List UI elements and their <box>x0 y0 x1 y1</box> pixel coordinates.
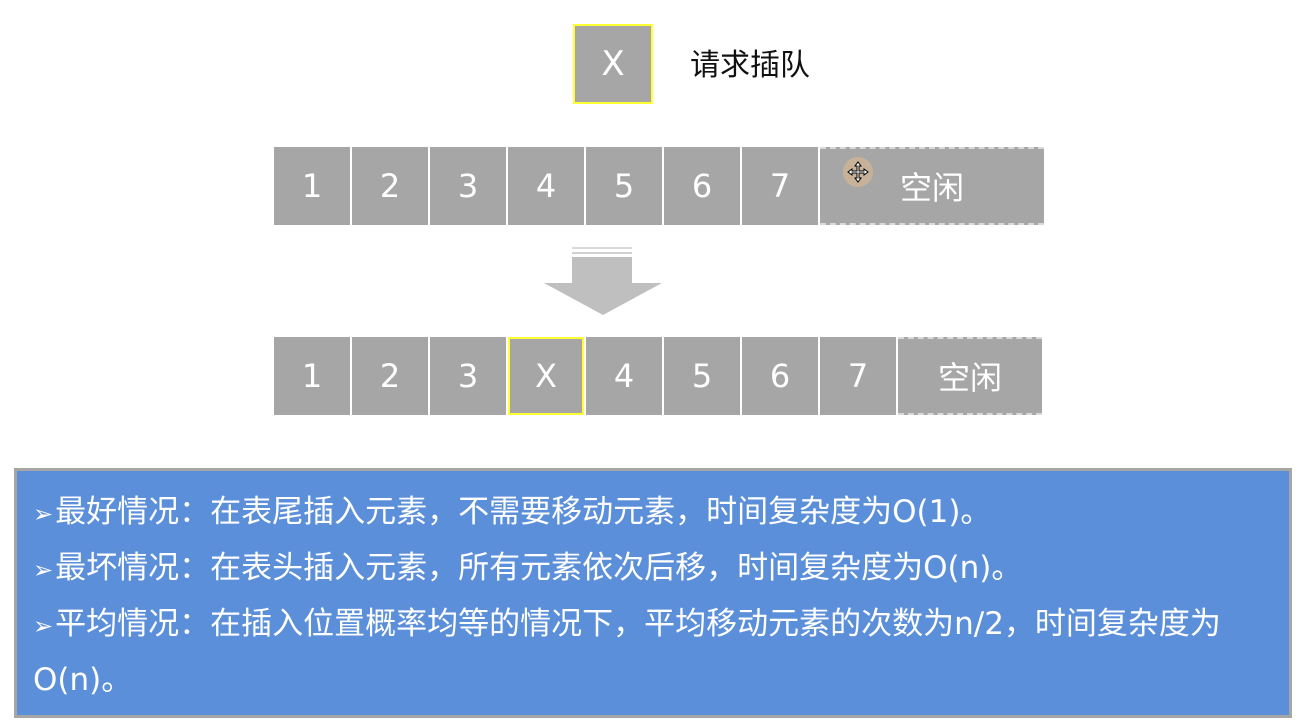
average-case-line: ➢平均情况：在插入位置概率均等的情况下，平均移动元素的次数为n/2，时间复杂度为… <box>33 606 1221 698</box>
complexity-info-box: ➢最好情况：在表尾插入元素，不需要移动元素，时间复杂度为O(1)。 ➢最坏情况：… <box>14 468 1292 718</box>
request-element-label: X <box>601 44 625 84</box>
bullet-arrow-icon: ➢ <box>33 500 54 528</box>
array-cell: 7 <box>742 147 818 225</box>
request-element-box: X <box>573 24 653 104</box>
inserted-cell: X <box>508 337 584 415</box>
array-cell: 1 <box>274 337 350 415</box>
array-cell: 3 <box>430 337 506 415</box>
array-cell: 7 <box>820 337 896 415</box>
worst-case-line: ➢最坏情况：在表头插入元素，所有元素依次后移，时间复杂度为O(n)。 <box>33 550 1023 586</box>
after-array: 1 2 3 X 4 5 6 7 空闲 <box>274 337 1042 415</box>
array-cell: 2 <box>352 147 428 225</box>
before-array: 1 2 3 4 5 6 7 空闲 <box>274 147 1044 225</box>
bullet-arrow-icon: ➢ <box>33 556 54 584</box>
array-cell: 2 <box>352 337 428 415</box>
array-cell: 6 <box>664 147 740 225</box>
down-arrow-icon <box>544 247 662 315</box>
best-case-line: ➢最好情况：在表尾插入元素，不需要移动元素，时间复杂度为O(1)。 <box>33 494 992 530</box>
array-cell: 5 <box>664 337 740 415</box>
array-cell: 1 <box>274 147 350 225</box>
array-cell: 4 <box>508 147 584 225</box>
array-cell: 5 <box>586 147 662 225</box>
array-cell: 4 <box>586 337 662 415</box>
request-label: 请求插队 <box>690 48 810 83</box>
free-space-cell: 空闲 <box>898 337 1042 415</box>
array-cell: 3 <box>430 147 506 225</box>
move-cursor-icon <box>843 157 873 187</box>
bullet-arrow-icon: ➢ <box>33 612 54 640</box>
array-cell: 6 <box>742 337 818 415</box>
